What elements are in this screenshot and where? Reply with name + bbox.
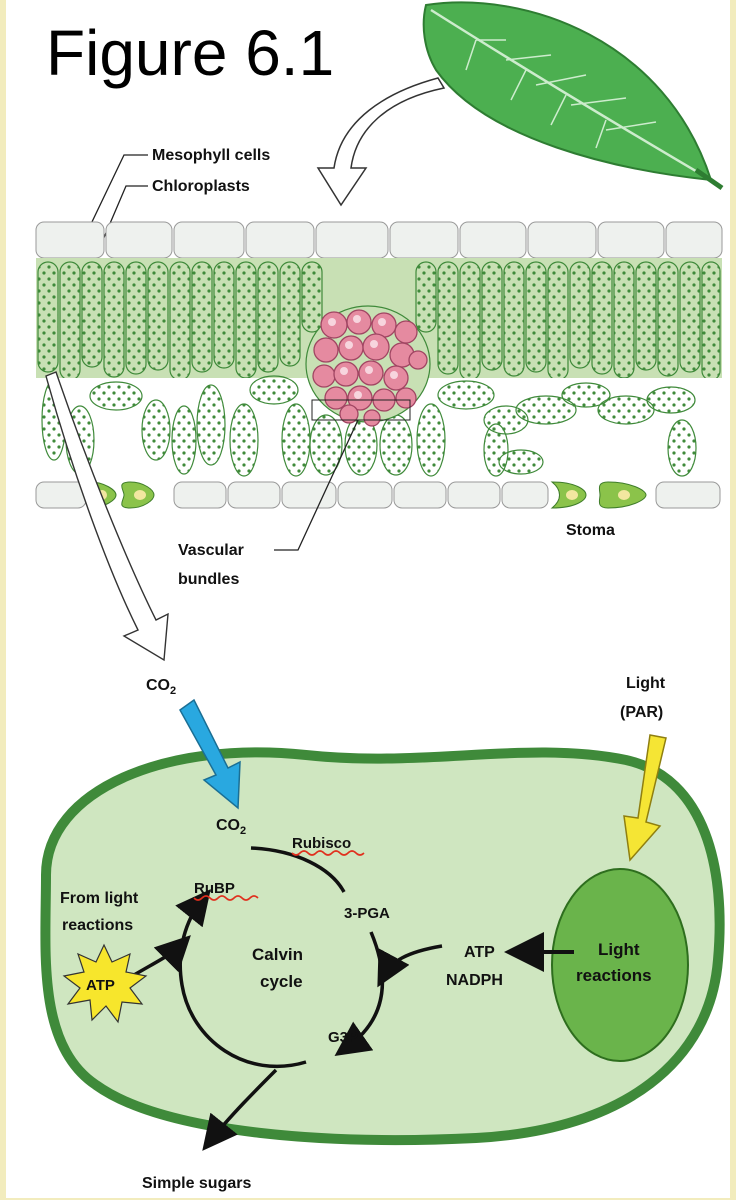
light-reactions-thylakoid bbox=[551, 868, 689, 1062]
photosynthesis-diagram: Figure 6.1 Mesophyll cells Chloroplasts bbox=[35, 1, 725, 1192]
mesophyll-cells-label: Mesophyll cells bbox=[152, 147, 270, 164]
atp-input-arrow bbox=[133, 935, 191, 977]
vascular-pointer bbox=[274, 419, 359, 551]
calvin-cycle-line2: cycle bbox=[260, 972, 303, 991]
rubisco-label: Rubisco bbox=[292, 835, 351, 852]
simple-sugars-label: Simple sugars bbox=[142, 1175, 251, 1192]
sugar-output-arrow bbox=[202, 1068, 278, 1151]
atp-burst-icon bbox=[62, 943, 148, 1024]
from-light-line2: reactions bbox=[62, 917, 133, 934]
pga-label: 3-PGA bbox=[344, 905, 390, 922]
leaf-to-section-arrow bbox=[316, 77, 446, 207]
calvin-cycle-arcs bbox=[175, 846, 385, 1069]
leaf-icon bbox=[422, 1, 724, 191]
vascular-bundle bbox=[305, 305, 431, 427]
vascular-label-line1: Vascular bbox=[178, 542, 244, 559]
vascular-label-line2: bundles bbox=[178, 571, 239, 588]
g3p-label: G3P bbox=[328, 1029, 358, 1046]
co2-outside-label: CO2 bbox=[146, 677, 176, 697]
lower-epidermis bbox=[35, 481, 721, 509]
figure-canvas: Figure 6.1 Mesophyll cells Chloroplasts bbox=[6, 0, 730, 1198]
light-arrow bbox=[623, 734, 667, 862]
atp-burst-label: ATP bbox=[86, 977, 115, 994]
light-label-line1: Light bbox=[626, 675, 666, 692]
light-reactions-line1: Light bbox=[598, 940, 640, 959]
chloroplasts-label: Chloroplasts bbox=[152, 178, 250, 195]
light-reactions-line2: reactions bbox=[576, 966, 652, 985]
stoma-guard-cells bbox=[88, 481, 647, 509]
co2-arrow bbox=[179, 698, 241, 810]
palisade-mesophyll bbox=[36, 258, 722, 381]
atp-label: ATP bbox=[464, 944, 495, 961]
rubp-underline bbox=[193, 895, 259, 901]
stoma-label: Stoma bbox=[566, 522, 615, 539]
rubisco-underline bbox=[291, 850, 365, 856]
light-label-line2: (PAR) bbox=[620, 704, 663, 721]
nadph-label: NADPH bbox=[446, 972, 503, 989]
upper-epidermis bbox=[35, 221, 723, 259]
from-light-line1: From light bbox=[60, 890, 139, 907]
section-to-chloroplast-arrow bbox=[45, 371, 169, 662]
co2-inside-label: CO2 bbox=[216, 817, 246, 837]
rubp-label: RuBP bbox=[194, 880, 235, 897]
calvin-cycle-line1: Calvin bbox=[252, 945, 303, 964]
nadph-input-arrow bbox=[377, 944, 443, 988]
figure-title: Figure 6.1 bbox=[46, 17, 334, 89]
